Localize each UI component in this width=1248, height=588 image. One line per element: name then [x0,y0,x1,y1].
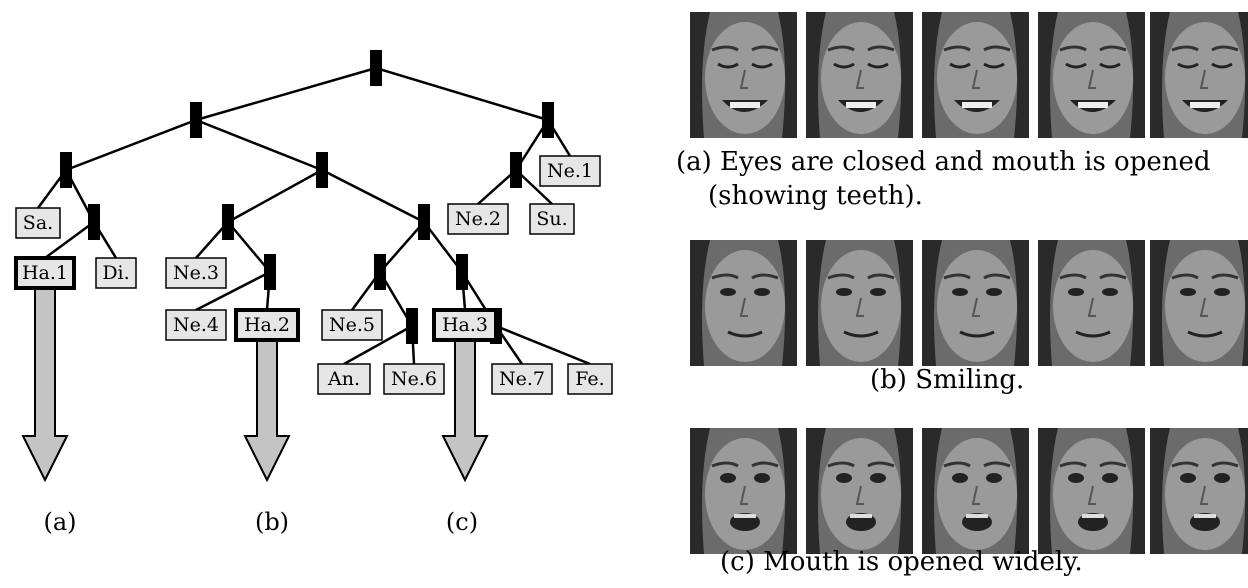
leaf-label: Ha.2 [244,314,290,336]
tree-edge [195,270,271,312]
tree-edge [195,66,377,122]
leaf-node-ha3: Ha.3 [432,308,498,342]
leaf-node-ne7: Ne.7 [491,363,553,395]
leaf-label: Su. [536,208,567,230]
leaf-label: Ne.4 [173,314,219,336]
down-arrow [243,339,291,483]
leaf-box [432,308,498,342]
leaf-box [317,363,371,395]
tree-junction [542,102,554,138]
tree-junction [418,204,430,240]
face-photo [1038,428,1145,554]
leaf-label: Ne.2 [455,208,501,230]
row-caption: (a) Eyes are closed and mouth is opened [676,147,1211,177]
leaf-node-di: Di. [95,257,137,289]
branch-label: (c) [446,508,478,536]
tree-edge [65,118,197,172]
tree-junction [264,254,276,290]
leaf-node-ne6: Ne.6 [383,363,445,395]
leaf-node-sa: Sa. [15,207,61,239]
tree-junction [60,152,72,188]
tree-junction [406,308,418,344]
leaf-node-fe: Fe. [567,363,613,395]
branch-label: (b) [255,508,289,536]
leaf-label: Ha.3 [442,314,488,336]
leaf-label: Ne.7 [499,368,545,390]
leaf-label: Di. [102,262,129,284]
face-photo [690,12,797,138]
tree-junction [88,204,100,240]
tree-edge [379,221,425,273]
tree-edge [477,169,517,205]
leaf-box [165,257,227,289]
tree-edge [321,168,425,224]
tree-edge [375,66,549,122]
face-photo [1038,12,1145,138]
leaf-label: An. [327,368,360,390]
face-photo [1150,428,1248,554]
tree-edge [227,168,323,224]
face-photo [922,12,1029,138]
leaf-label: Ne.6 [391,368,437,390]
tree-junction [222,204,234,240]
leaf-box [234,308,300,342]
face-photo [1150,12,1248,138]
tree-edge [44,220,95,260]
row-caption: (c) Mouth is opened widely. [720,547,1083,577]
leaf-box [15,207,61,239]
tree-edge [495,324,591,366]
leaf-node-ha1: Ha.1 [14,256,76,290]
leaf-box [539,155,601,187]
leaf-label: Sa. [23,212,53,234]
leaf-node-ne4: Ne.4 [165,309,227,341]
leaf-node-ne3: Ne.3 [165,257,227,289]
tree-junction [316,152,328,188]
row-caption: (b) Smiling. [870,365,1025,395]
leaf-node-su: Su. [529,203,575,235]
face-photo [690,240,797,366]
down-arrow [441,339,489,483]
face-photo [1038,240,1145,366]
face-photo [922,240,1029,366]
tree-junction [374,254,386,290]
leaf-box [165,309,227,341]
branch-label: (a) [43,508,76,536]
leaf-box [567,363,613,395]
tree-edge [423,221,463,273]
leaf-label: Ha.1 [22,262,68,284]
leaf-label: Ne.1 [547,160,593,182]
decision-tree: Sa. Ha.1 Di. Ne.3Ne.4 Ha.2 Ne.5 Ha.3An. Ne.6 Ne.… [14,50,613,536]
face-photo [1150,240,1248,366]
leaf-label: Fe. [575,368,604,390]
leaf-label: Ne.3 [173,262,219,284]
tree-edge [227,221,271,273]
leaf-label: Ne.5 [329,314,375,336]
leaf-node-ne2: Ne.2 [447,203,509,235]
leaf-node-ne1: Ne.1 [539,155,601,187]
row-caption-continued: (showing teeth). [708,181,923,211]
leaf-box [14,256,76,290]
tree-junction [456,254,468,290]
tree-edge [343,324,413,366]
leaf-box [321,309,383,341]
face-photo [922,428,1029,554]
face-photo [806,12,913,138]
tree-junction [510,152,522,188]
leaf-box [529,203,575,235]
face-photo [806,428,913,554]
down-arrow [21,287,69,483]
tree-edge [195,118,323,172]
tree-junction [370,50,382,86]
leaf-box [447,203,509,235]
leaf-box [95,257,137,289]
tree-junction [190,102,202,138]
leaf-node-an: An. [317,363,371,395]
leaf-box [491,363,553,395]
face-photo [690,428,797,554]
leaf-node-ha2: Ha.2 [234,308,300,342]
leaf-node-ne5: Ne.5 [321,309,383,341]
leaf-box [383,363,445,395]
face-photo [806,240,913,366]
